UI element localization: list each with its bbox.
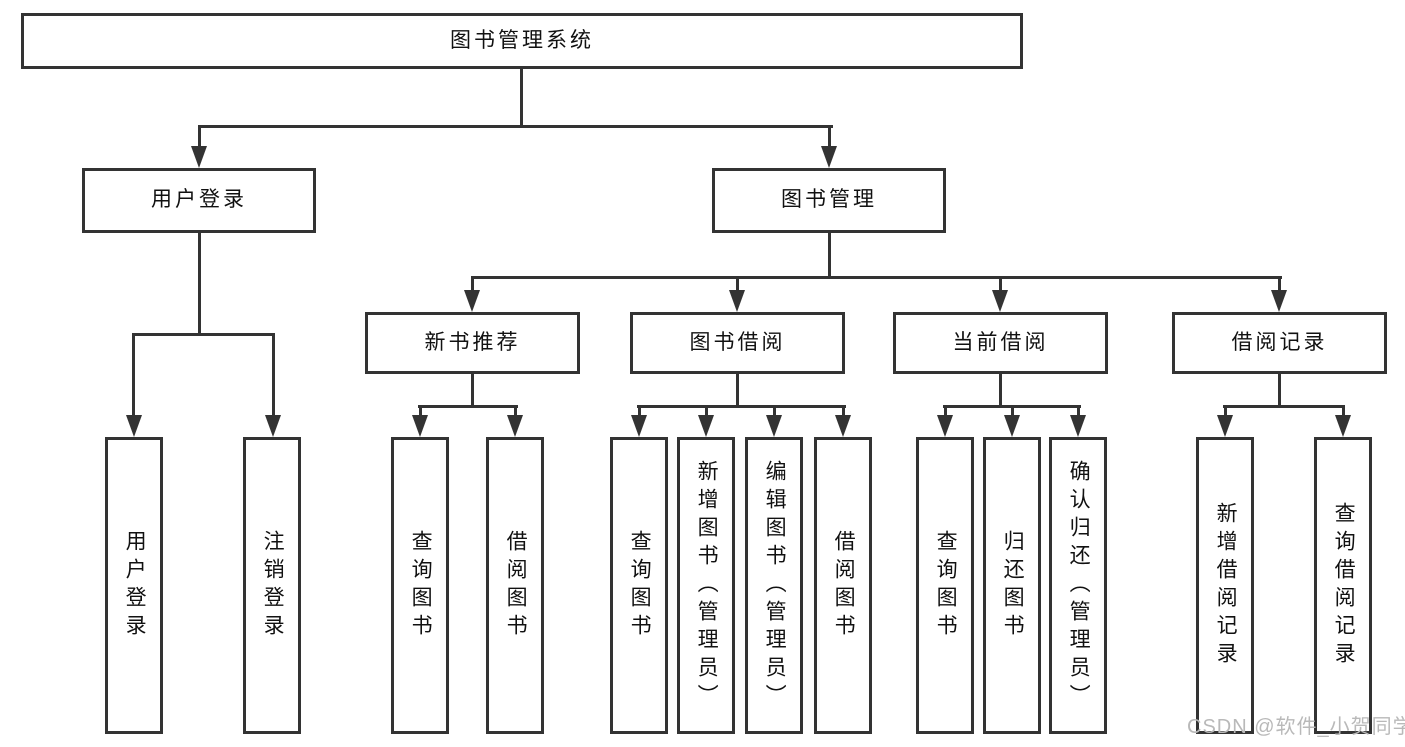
connector-split (1223, 405, 1345, 408)
leaf-borrow-books-recommend: 借阅图书 (486, 437, 544, 734)
node-label: 编辑图书（管理员） (763, 459, 787, 712)
arrow-down-icon (1217, 415, 1233, 437)
node-label: 新书推荐 (424, 330, 521, 354)
leaf-return-books: 归还图书 (983, 437, 1041, 734)
connector-stem (773, 405, 776, 419)
connector-stem (705, 405, 708, 419)
node-borrowing-records: 借阅记录 (1172, 312, 1387, 374)
node-current-borrowing: 当前借阅 (893, 312, 1108, 374)
connector-split (418, 405, 518, 408)
leaf-add-borrow-record: 新增借阅记录 (1196, 437, 1254, 734)
node-label: 查询图书 (628, 529, 652, 642)
connector-stem (1278, 276, 1281, 294)
arrow-down-icon (464, 290, 480, 312)
arrow-down-icon (937, 415, 953, 437)
arrow-down-icon (698, 415, 714, 437)
connector-stem (419, 405, 422, 419)
arrow-down-icon (835, 415, 851, 437)
connector-stem (1224, 405, 1227, 419)
connector-drop (1278, 374, 1281, 408)
connector-stem (471, 276, 474, 294)
node-label: 当前借阅 (952, 330, 1049, 354)
connector-drop (198, 233, 201, 336)
connector-drop (736, 374, 739, 408)
connector-stem (842, 405, 845, 419)
connector-drop (999, 374, 1002, 408)
connector-stem (1077, 405, 1080, 419)
arrow-down-icon (191, 146, 207, 168)
connector-stem (1342, 405, 1345, 419)
node-label: 图书管理 (781, 188, 877, 212)
connector-stem (736, 276, 739, 294)
node-book-management: 图书管理 (712, 168, 946, 233)
leaf-query-books-borrow: 查询图书 (610, 437, 668, 734)
connector-stem (198, 125, 201, 152)
connector-stem (638, 405, 641, 419)
node-label: 用户登录 (123, 529, 147, 642)
leaf-logout: 注销登录 (243, 437, 301, 734)
leaf-borrow-books-borrow: 借阅图书 (814, 437, 872, 734)
node-label: 查询借阅记录 (1332, 501, 1356, 670)
node-library-system: 图书管理系统 (21, 13, 1023, 69)
connector-stem (999, 276, 1002, 294)
node-user-login: 用户登录 (82, 168, 316, 233)
leaf-edit-book-admin: 编辑图书（管理员） (745, 437, 803, 734)
arrow-down-icon (412, 415, 428, 437)
node-label: 确认归还（管理员） (1067, 459, 1091, 712)
leaf-user-login: 用户登录 (105, 437, 163, 734)
node-label: 新增图书（管理员） (695, 459, 719, 712)
node-label: 借阅图书 (832, 529, 856, 642)
node-label: 借阅图书 (504, 529, 528, 642)
node-label: 新增借阅记录 (1214, 501, 1238, 670)
node-label: 图书管理系统 (450, 28, 594, 52)
connector-drop (828, 233, 831, 278)
node-label: 图书借阅 (689, 330, 786, 354)
arrow-down-icon (507, 415, 523, 437)
node-label: 用户登录 (151, 188, 247, 212)
node-label: 查询图书 (409, 529, 433, 642)
node-new-book-recommendation: 新书推荐 (365, 312, 580, 374)
node-label: 查询图书 (934, 529, 958, 642)
arrow-down-icon (766, 415, 782, 437)
leaf-confirm-return-admin: 确认归还（管理员） (1049, 437, 1107, 734)
leaf-query-books-current: 查询图书 (916, 437, 974, 734)
arrow-down-icon (631, 415, 647, 437)
arrow-down-icon (1070, 415, 1086, 437)
connector-root-split (198, 125, 833, 128)
node-label: 归还图书 (1001, 529, 1025, 642)
leaf-add-book-admin: 新增图书（管理员） (677, 437, 735, 734)
connector-stem (272, 333, 275, 417)
arrow-down-icon (126, 415, 142, 437)
leaf-query-borrow-record: 查询借阅记录 (1314, 437, 1372, 734)
connector-stem (514, 405, 517, 419)
csdn-watermark: CSDN @软件_小贺同学 (1187, 716, 1405, 738)
arrow-down-icon (1335, 415, 1351, 437)
arrow-down-icon (729, 290, 745, 312)
leaf-query-books-recommend: 查询图书 (391, 437, 449, 734)
arrow-down-icon (992, 290, 1008, 312)
node-label: 注销登录 (261, 529, 285, 642)
arrow-down-icon (1004, 415, 1020, 437)
arrow-down-icon (265, 415, 281, 437)
node-label: 借阅记录 (1231, 330, 1328, 354)
connector-stem (132, 333, 135, 417)
node-book-borrowing: 图书借阅 (630, 312, 845, 374)
connector-stem (1011, 405, 1014, 419)
connector-split (132, 333, 275, 336)
connector-root-drop (520, 69, 523, 127)
arrow-down-icon (821, 146, 837, 168)
arrow-down-icon (1271, 290, 1287, 312)
connector-drop (471, 374, 474, 408)
connector-stem (944, 405, 947, 419)
connector-split (471, 276, 1282, 279)
connector-split (637, 405, 846, 408)
connector-stem (828, 125, 831, 152)
